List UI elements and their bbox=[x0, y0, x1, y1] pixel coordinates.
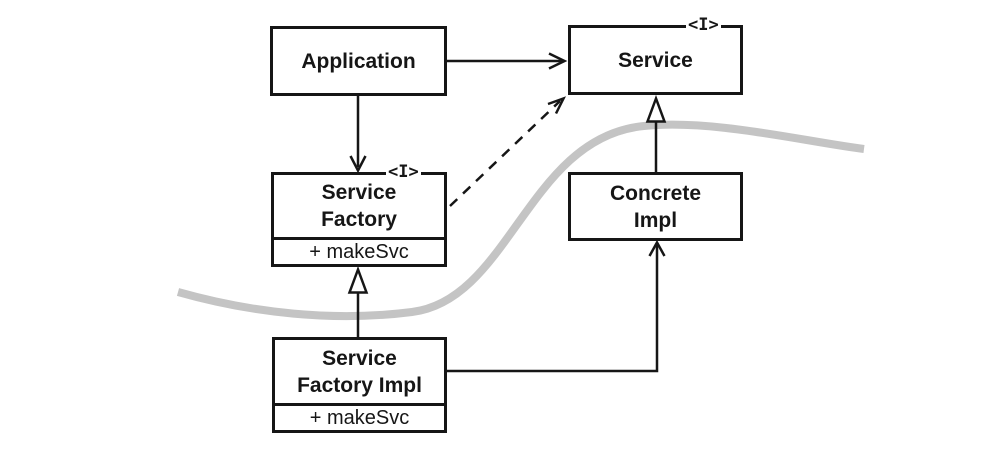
class-name-service-factory-line1: Service bbox=[321, 181, 397, 204]
attribute-makesvc: + makeSvc bbox=[309, 406, 410, 429]
generalization-arrow-sfimpl-servicefactory bbox=[347, 265, 369, 337]
class-name-concrete-impl-line2: Impl bbox=[633, 208, 678, 232]
open-arrowhead-icon bbox=[548, 52, 568, 70]
class-box-concrete-impl: Concrete Impl bbox=[568, 172, 743, 241]
dependency-dashed-arrow-servicefactory-service bbox=[449, 96, 567, 207]
class-name-service-factory-impl-line2: Factory Impl bbox=[297, 373, 422, 397]
hollow-triangle-arrowhead-icon bbox=[347, 265, 369, 294]
interface-stereotype-service: <I> bbox=[686, 15, 721, 35]
hollow-triangle-arrowhead-icon bbox=[645, 94, 667, 123]
attribute-makesvc: + makeSvc bbox=[309, 240, 409, 263]
generalization-arrow-concreteimpl-service bbox=[645, 94, 667, 172]
class-box-service-factory-impl: Service Factory Impl + makeSvc bbox=[272, 337, 447, 433]
open-arrowhead-icon bbox=[547, 96, 567, 115]
class-box-service: Service bbox=[568, 25, 743, 95]
boundary-curve bbox=[176, 120, 865, 321]
interface-stereotype-service-factory: <I> bbox=[386, 162, 421, 182]
class-name-service-factory-impl-line1: Service bbox=[322, 346, 397, 370]
association-arrow-application-servicefactory bbox=[349, 96, 367, 174]
class-name-concrete-impl-line1: Concrete bbox=[609, 181, 702, 205]
class-name-service-factory-line2: Factory bbox=[321, 208, 397, 231]
association-arrow-application-service bbox=[447, 52, 568, 70]
association-arrow-sfimpl-concreteimpl bbox=[447, 239, 666, 373]
class-box-application: Application bbox=[270, 26, 447, 96]
open-arrowhead-icon bbox=[349, 155, 367, 174]
open-arrowhead-icon bbox=[648, 239, 666, 257]
class-box-service-factory: Service Factory + makeSvc bbox=[271, 172, 447, 267]
class-name-application: Application bbox=[301, 49, 416, 73]
class-name-service: Service bbox=[618, 48, 693, 72]
